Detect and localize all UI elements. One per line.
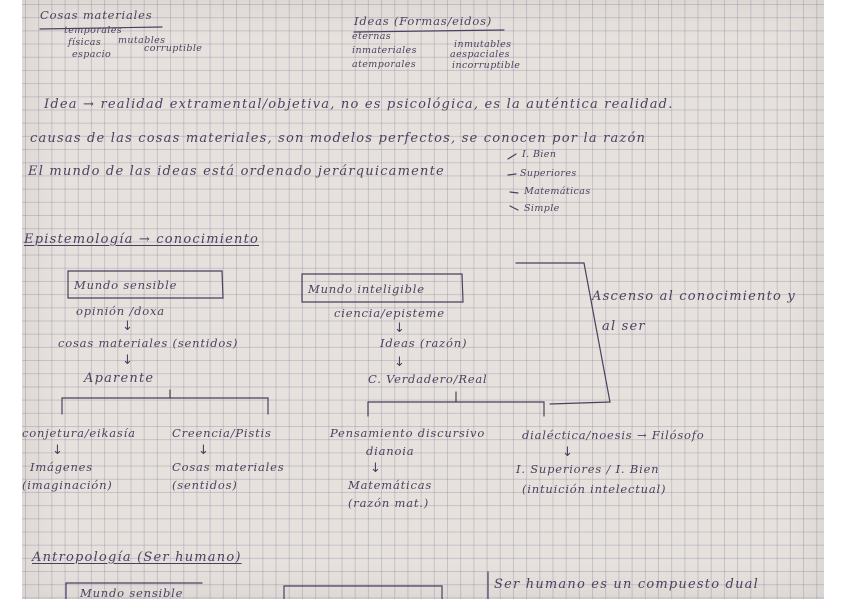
inteligible-left-branch2: dianoia xyxy=(366,446,414,458)
sensible-line3: Aparente xyxy=(84,372,154,385)
sensible-right-sub2: (sentidos) xyxy=(172,480,238,492)
hierarchy-simple: Simple xyxy=(524,204,560,214)
word-atemporales: atemporales xyxy=(352,60,416,70)
inteligible-right-branch: dialéctica/noesis → Filósofo xyxy=(522,430,705,442)
inteligible-right-sub2: (intuición intelectual) xyxy=(522,484,666,496)
sensible-right-branch: Creencia/Pistis xyxy=(172,428,272,440)
top-left-title: Cosas materiales xyxy=(40,10,152,22)
arrow-down-icon: ↓ xyxy=(122,320,133,333)
bottom-box-left: Mundo sensible xyxy=(80,588,183,599)
section-antropologia: Antropología (Ser humano) xyxy=(32,551,242,564)
hierarchy-superiores: Superiores xyxy=(520,169,577,179)
sensible-left-sub: Imágenes xyxy=(30,462,93,474)
word-eternas: eternas xyxy=(352,32,391,42)
ascenso-line1: Ascenso al conocimiento y xyxy=(592,290,796,303)
inteligible-left-branch: Pensamiento discursivo xyxy=(330,428,485,440)
sensible-line1: opinión /doxa xyxy=(76,306,165,318)
inteligible-line2: Ideas (razón) xyxy=(380,338,467,350)
inteligible-left-sub: Matemáticas xyxy=(348,480,432,492)
word-fisicas: físicas xyxy=(68,38,101,48)
sensible-title: Mundo sensible xyxy=(74,280,177,292)
arrow-down-icon: ↓ xyxy=(562,446,573,459)
hierarchy-bien: I. Bien xyxy=(522,150,556,160)
inteligible-line3: C. Verdadero/Real xyxy=(368,374,488,386)
word-espacio: espacio xyxy=(72,50,111,60)
word-temporales: temporales xyxy=(64,26,122,36)
hierarchy-matematicas: Matemáticas xyxy=(524,187,591,197)
sensible-right-sub: Cosas materiales xyxy=(172,462,284,474)
arrow-down-icon: ↓ xyxy=(52,444,63,457)
inteligible-right-sub: I. Superiores / I. Bien xyxy=(516,464,659,476)
statement-causas: causas de las cosas materiales, son mode… xyxy=(30,132,646,145)
word-aespaciales: aespaciales xyxy=(450,50,510,60)
arrow-down-icon: ↓ xyxy=(122,354,133,367)
inteligible-title: Mundo inteligible xyxy=(308,284,425,296)
section-epistemologia: Epistemología → conocimiento xyxy=(24,233,259,246)
arrow-down-icon: ↓ xyxy=(394,356,405,369)
notebook-page: Cosas materiales temporales mutables fís… xyxy=(22,0,824,599)
bottom-right-text: Ser humano es un compuesto dual xyxy=(494,578,759,591)
arrow-down-icon: ↓ xyxy=(394,322,405,335)
statement-idea: Idea → realidad extramental/objetiva, no… xyxy=(44,98,674,111)
statement-mundo: El mundo de las ideas está ordenado jerá… xyxy=(28,165,445,178)
word-corruptible: corruptible xyxy=(144,44,202,54)
sensible-left-branch: conjetura/eikasía xyxy=(22,428,136,440)
sensible-left-sub2: (imaginación) xyxy=(22,480,113,492)
arrow-down-icon: ↓ xyxy=(198,444,209,457)
sensible-line2: cosas materiales (sentidos) xyxy=(58,338,238,350)
ascenso-line2: al ser xyxy=(602,320,646,333)
arrow-down-icon: ↓ xyxy=(370,462,381,475)
word-inmateriales: inmateriales xyxy=(352,46,417,56)
inteligible-line1: ciencia/episteme xyxy=(334,308,445,320)
top-right-title: Ideas (Formas/eidos) xyxy=(354,16,492,28)
word-incorruptible: incorruptible xyxy=(452,61,520,71)
inteligible-left-sub2: (razón mat.) xyxy=(348,498,429,510)
